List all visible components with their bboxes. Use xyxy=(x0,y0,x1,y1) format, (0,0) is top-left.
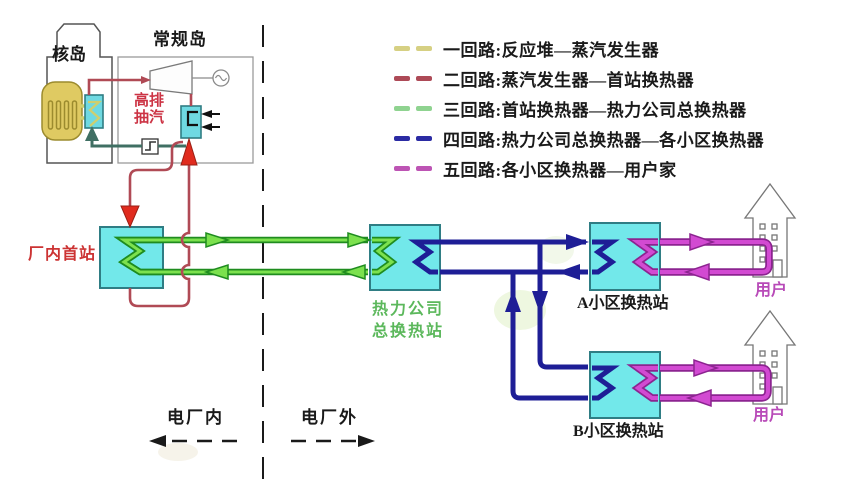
nuclear-island-label: 核岛 xyxy=(52,45,86,64)
legend-dashes-circuit2 xyxy=(394,75,432,81)
reactor-vessel-icon xyxy=(41,81,83,141)
inside-plant-label: 电厂内 xyxy=(167,408,224,427)
pump-symbol xyxy=(141,138,159,155)
legend-label-circuit2: 二回路:蒸汽发生器—首站换热器 xyxy=(443,70,695,90)
extraction-heater xyxy=(180,105,202,139)
circuit4-dash xyxy=(416,135,432,141)
legend-label-circuit5: 五回路:各小区换热器—用户家 xyxy=(443,160,677,180)
circuit1-dash xyxy=(394,45,410,51)
extraction-steam-label-line1: 高排 xyxy=(134,93,165,109)
district-b-station-label: B小区换热站 xyxy=(573,423,664,440)
circuit1-dash xyxy=(416,45,432,51)
circuit5-magenta-pipes xyxy=(626,232,773,408)
circuit3-dash xyxy=(394,105,410,111)
plant-first-station-label: 厂内首站 xyxy=(28,246,97,263)
generator-icon xyxy=(212,69,230,87)
user-a-label: 用户 xyxy=(755,282,788,299)
extraction-steam-label-line2: 抽汽 xyxy=(134,109,165,126)
legend-dashes-circuit1 xyxy=(394,45,432,51)
circuit4-blue-pipes xyxy=(408,234,620,401)
district-b-station-box xyxy=(589,351,661,419)
plant-first-station-coil xyxy=(113,236,163,276)
district-a-station-label: A小区换热站 xyxy=(577,295,669,312)
circuit3-dash xyxy=(416,105,432,111)
steam-inlet-arrows xyxy=(201,110,220,131)
thermal-company-label-line1: 热力公司 xyxy=(371,301,444,318)
circuit4-dash xyxy=(394,135,410,141)
circuit2-dash xyxy=(416,75,432,81)
legend-dashes-circuit5 xyxy=(394,165,432,171)
thermal-company-station-label: 热力公司总换热站 xyxy=(370,299,446,342)
circuit3-green-pipes xyxy=(113,231,402,281)
legend-label-circuit3: 三回路:首站换热器—热力公司总换热器 xyxy=(443,100,747,120)
legend-label-circuit1: 一回路:反应堆—蒸汽发生器 xyxy=(443,40,660,60)
legend-label-circuit4: 四回路:热力公司总换热器—各小区换热器 xyxy=(443,130,765,150)
user-house-a-icon xyxy=(743,182,797,278)
outside-plant-label: 电厂外 xyxy=(301,408,358,427)
legend: 一回路:反应堆—蒸汽发生器 二回路:蒸汽发生器—首站换热器 三回路:首站换热器—… xyxy=(394,33,764,183)
legend-row-circuit3: 三回路:首站换热器—热力公司总换热器 xyxy=(394,93,764,123)
legend-dashes-circuit4 xyxy=(394,135,432,141)
extraction-steam-label: 高排抽汽 xyxy=(134,93,164,126)
thermal-company-station-box xyxy=(369,224,441,291)
legend-row-circuit1: 一回路:反应堆—蒸汽发生器 xyxy=(394,33,764,63)
user-b-label: 用户 xyxy=(753,407,786,424)
legend-row-circuit2: 二回路:蒸汽发生器—首站换热器 xyxy=(394,63,764,93)
circuit5-dash xyxy=(416,165,432,171)
legend-dashes-circuit3 xyxy=(394,105,432,111)
steam-generator xyxy=(84,94,104,129)
legend-row-circuit5: 五回路:各小区换热器—用户家 xyxy=(394,153,764,183)
outside-plant-arrow xyxy=(291,435,375,447)
inside-plant-arrow xyxy=(149,435,237,447)
circuit2-dash xyxy=(394,75,410,81)
circuit2-steam-pipes xyxy=(87,76,198,308)
legend-row-circuit4: 四回路:热力公司总换热器—各小区换热器 xyxy=(394,123,764,153)
thermal-company-label-line2: 总换热站 xyxy=(371,322,444,340)
circuit5-dash xyxy=(394,165,410,171)
conventional-island-label: 常规岛 xyxy=(153,30,207,49)
